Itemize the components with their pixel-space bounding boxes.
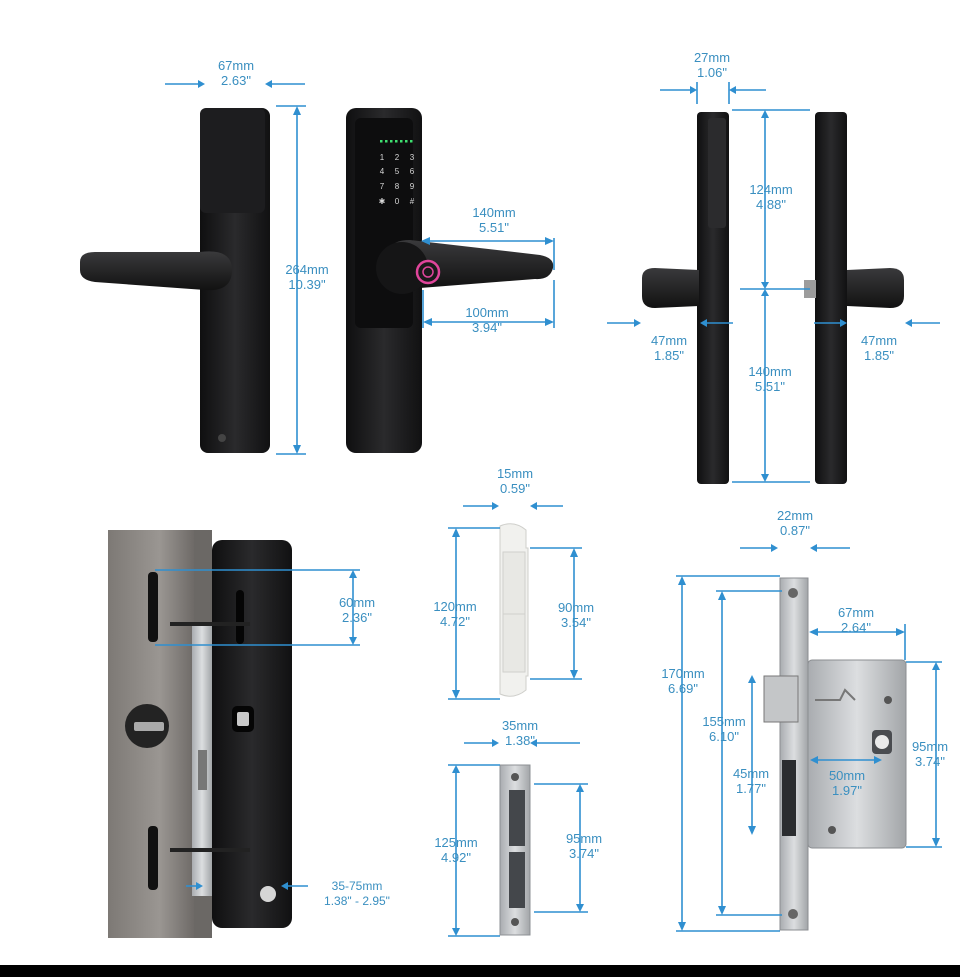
keypad-key: 8 xyxy=(395,182,400,191)
status-led-strip xyxy=(380,140,413,143)
dimension-lines-strike xyxy=(448,502,588,937)
front-keypad-panel: 1 2 3 4 5 6 7 8 9 ✱ 0 # xyxy=(346,108,554,453)
dimension-lines-door xyxy=(155,569,360,890)
keypad-key: 0 xyxy=(395,197,400,206)
keypad-key: # xyxy=(410,197,415,206)
keypad-key: 6 xyxy=(410,167,415,176)
fingerprint-icon xyxy=(415,259,441,285)
panel-door-install xyxy=(108,530,360,938)
dimension-lines-side xyxy=(607,82,940,483)
keypad-key: ✱ xyxy=(379,197,386,206)
panel-front-views: 1 2 3 4 5 6 7 8 9 ✱ 0 # xyxy=(80,80,555,455)
panel-mortise xyxy=(676,544,942,932)
dimension-lines-front xyxy=(165,80,555,455)
keypad-key: 9 xyxy=(410,182,415,191)
keypad-key: 5 xyxy=(395,167,400,176)
panel-strike-plates xyxy=(448,502,588,937)
keypad: 1 2 3 4 5 6 7 8 9 ✱ 0 # xyxy=(379,153,415,206)
keypad-key: 4 xyxy=(380,167,385,176)
panel-side-views xyxy=(607,82,940,484)
rear-handle xyxy=(80,108,270,453)
keypad-key: 7 xyxy=(380,182,385,191)
keypad-key: 2 xyxy=(395,153,400,162)
dimension-lines-mortise xyxy=(676,544,942,932)
keypad-key: 3 xyxy=(410,153,415,162)
keypad-key: 1 xyxy=(380,153,385,162)
